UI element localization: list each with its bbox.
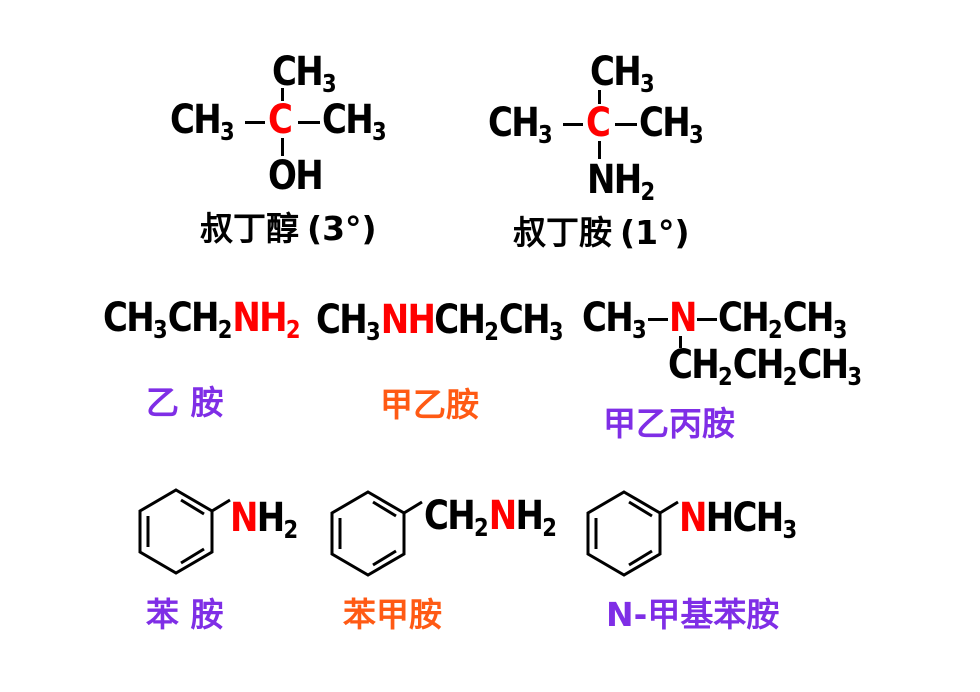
bond-top: [281, 88, 284, 101]
benzylamine-substituent: CH2NH2: [424, 493, 557, 542]
central-carbon: C: [586, 100, 611, 146]
ch3-left: CH3: [488, 100, 553, 149]
ch3-top: CH3: [590, 49, 655, 98]
methyl-group: CH3: [582, 295, 647, 344]
tert-butanol-name: 叔丁醇(3°): [200, 209, 377, 248]
bond-down: [679, 336, 682, 348]
methylethylamine-name: 甲乙胺: [380, 385, 479, 424]
amino-group: NH2: [587, 157, 656, 206]
ch3-top: CH3: [272, 49, 337, 98]
benzene-ring-icon: [330, 490, 423, 577]
aniline-amino: NH2: [230, 495, 299, 544]
aniline-name: 苯 胺: [146, 595, 224, 634]
ethylamine-name: 乙 胺: [146, 383, 224, 422]
propyl-group: CH2CH2CH3: [668, 342, 863, 391]
bond-left: [245, 121, 265, 124]
bond-left: [563, 123, 583, 126]
central-carbon: C: [268, 97, 293, 143]
methylethylpropylamine-name: 甲乙丙胺: [603, 404, 735, 443]
bond-bottom: [598, 141, 601, 159]
hydroxyl-group: OH: [268, 153, 324, 199]
ch3-right: CH3: [639, 100, 704, 149]
benzene-ring-icon: [138, 488, 231, 575]
ethylamine-formula: CH3CH2NH2: [103, 295, 301, 344]
bond-right: [298, 121, 320, 124]
bond-right: [697, 318, 717, 321]
tert-butylamine-name: 叔丁胺(1°): [513, 213, 690, 252]
bond-top: [598, 90, 601, 104]
ethyl-group: CH2CH3: [718, 295, 848, 344]
bond-right: [615, 123, 637, 126]
n-methylaniline-name: N-甲基苯胺: [606, 595, 780, 634]
benzene-ring-icon: [586, 490, 679, 577]
nitrogen-atom: N: [669, 295, 697, 341]
ch3-left: CH3: [170, 97, 235, 146]
benzylamine-name: 苯甲胺: [343, 595, 442, 634]
bond-bottom: [281, 138, 284, 156]
n-methylaniline-substituent: NHCH3: [679, 495, 798, 544]
methylethylamine-formula: CH3NHCH2CH3: [316, 297, 564, 346]
bond-left: [648, 318, 668, 321]
ch3-right: CH3: [322, 97, 387, 146]
